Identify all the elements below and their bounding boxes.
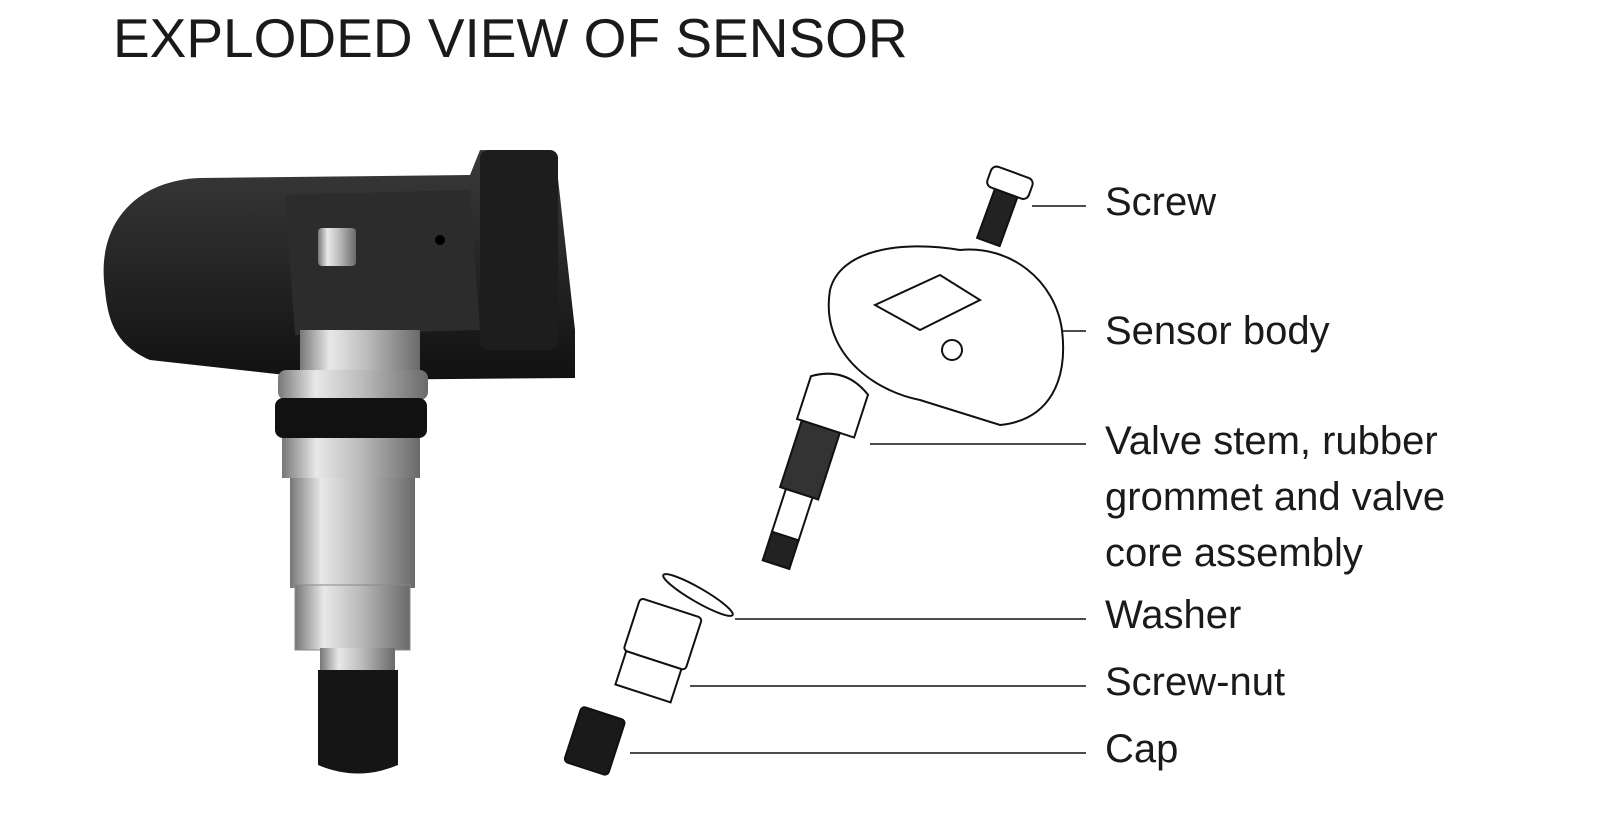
label-valve-line3: core assembly	[1105, 531, 1363, 575]
sensor-body-part	[827, 245, 1065, 427]
exploded-drawing	[563, 165, 1065, 776]
label-sensor-body: Sensor body	[1105, 309, 1330, 353]
label-washer: Washer	[1105, 593, 1242, 637]
label-screw-nut: Screw-nut	[1105, 660, 1286, 704]
cap-part	[563, 706, 626, 776]
page-title: EXPLODED VIEW OF SENSOR	[113, 7, 908, 69]
valve-stem-part	[761, 372, 870, 571]
label-screw: Screw	[1105, 180, 1217, 224]
label-valve-line1: Valve stem, rubber	[1105, 419, 1438, 463]
leader-lines	[630, 205, 1086, 754]
sensor-photo	[103, 150, 576, 774]
washer-part	[662, 573, 734, 617]
label-valve-line2: grommet and valve	[1105, 475, 1446, 519]
screw-part	[975, 165, 1034, 248]
screw-nut-part	[614, 597, 703, 704]
label-cap: Cap	[1105, 727, 1179, 771]
